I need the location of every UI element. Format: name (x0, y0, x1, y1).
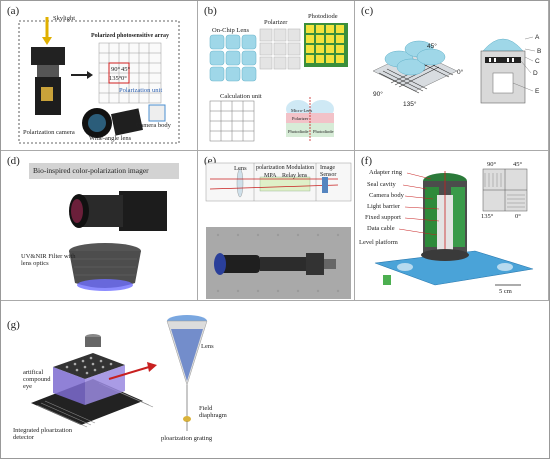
polarizer-label: Polarizer (264, 19, 288, 26)
mpa-label: MPA (264, 173, 277, 179)
panel-label-g: (g) (7, 319, 20, 331)
level-platform-label: Level platform (359, 239, 398, 246)
angle-45-c: 45° (427, 43, 437, 50)
angle-135-f: 135° (481, 213, 494, 220)
grating-label: ploarization grating (161, 435, 213, 442)
panel-d: (d) Bio-inspired color-polarization imag… (1, 151, 198, 301)
angle-135-a: 135° (109, 75, 122, 82)
panel-g: (g) Lens a (1, 301, 549, 458)
angle-90-a: 90° (111, 66, 121, 73)
lens-label-g: Lens (201, 343, 214, 350)
panel-a-drawing (18, 17, 180, 144)
angle-45-a: 45° (121, 66, 131, 73)
camera-body-f-label: Camera body (369, 192, 404, 199)
angle-0-a: 0° (121, 75, 127, 82)
adapter-ring-label: Adapter ring (369, 169, 403, 176)
lens-label-e: Lens (234, 165, 247, 172)
angle-0-c: 0° (457, 69, 464, 76)
modulation-label: polarization Modulation (256, 165, 315, 171)
data-cable-label: Data cable (367, 225, 395, 232)
camera-body-label: Camera body (136, 122, 171, 129)
letter-e: E (535, 88, 540, 95)
light-barrier-label: Light barrier (367, 203, 401, 210)
letter-c: C (535, 58, 540, 65)
panel-b-drawing (209, 23, 348, 142)
compound-eye-label: artifical compound eye (23, 369, 51, 390)
panel-label-c: (c) (361, 5, 374, 17)
detector-label: Integrated ploarization detector (13, 427, 73, 441)
panel-f-drawing (374, 168, 534, 286)
scale-label: 5 cm (499, 288, 512, 295)
onchip-lens-label: On-Chip Lens (212, 27, 250, 34)
panel-label-d: (d) (7, 155, 20, 167)
panel-f: (f) (355, 151, 549, 301)
title-box (29, 163, 179, 179)
angle-135-c: 135° (403, 101, 417, 108)
polarization-camera-label: Polarization camera (23, 129, 75, 136)
panel-e-drawing (205, 162, 352, 299)
panel-label-f: (f) (361, 155, 372, 167)
fixed-support-label: Fixed support (365, 214, 401, 221)
relay-lens-label: Relay lens (282, 173, 308, 179)
polarizer-stack-label: Polarizer (292, 116, 309, 121)
angle-90-f: 90° (487, 161, 497, 168)
angle-45-f: 45° (513, 161, 523, 168)
letter-b: B (537, 48, 542, 55)
micro-lens-label: Micro-Lens (291, 108, 313, 113)
polarization-unit-label: Polarization unit (119, 87, 163, 94)
letter-d: D (533, 70, 538, 77)
photodiode-label: Photodiode (308, 13, 338, 20)
skylight-label: Skylight (53, 15, 76, 22)
calculation-unit-label: Calculation unit (220, 93, 262, 100)
panel-c: (c) 45° 0° 90° (355, 1, 549, 151)
photodiode-stack-label-1: Photodiode (288, 129, 309, 134)
letter-a: A (535, 34, 540, 41)
seal-cavity-label: Seal cavity (367, 181, 396, 188)
imager-title: Bio-inspired color-polarization imager (33, 166, 149, 175)
panel-g-drawing (31, 315, 208, 431)
photodiode-stack-label-2: Photodiode (313, 129, 334, 134)
panel-c-drawing (372, 36, 536, 104)
panel-a: (a) Skylight (1, 1, 198, 151)
image-sensor-label: Image Sensor (320, 165, 337, 178)
field-diaphragm-label: Field diaphragm (199, 405, 227, 419)
panel-label-a: (a) (7, 5, 20, 17)
panel-label-b: (b) (204, 5, 217, 17)
panel-e: (e) Lens polarization Modulation MPA Rel… (198, 151, 355, 301)
wide-angle-lens-label: Wide-angle lens (89, 135, 132, 142)
panel-d-drawing (69, 191, 167, 291)
array-title: Polarized photosensitive array (91, 33, 169, 39)
panel-b: (b) (198, 1, 355, 151)
filter-label: UV&NIR Filter with lens optics (21, 253, 76, 267)
angle-0-f: 0° (515, 213, 521, 220)
angle-90-c: 90° (373, 91, 383, 98)
